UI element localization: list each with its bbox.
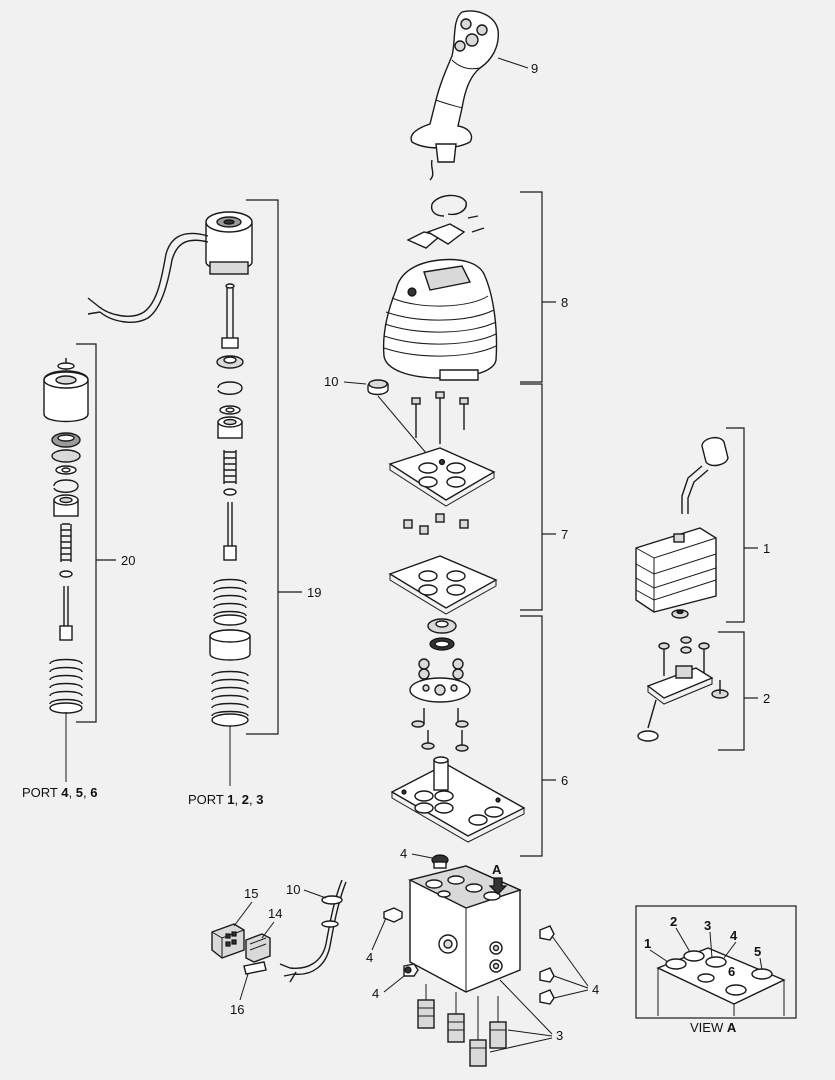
view-a-port-3: 3 (704, 918, 711, 933)
boot-assembly (382, 194, 498, 381)
callout-4-left: 4 (366, 950, 373, 965)
cartridge-stack-ports-4-5-6 (43, 358, 89, 714)
mounting-plates (388, 391, 498, 615)
callout-1: 1 (763, 541, 770, 556)
callout-9: 9 (531, 61, 538, 76)
callout-14: 14 (268, 906, 282, 921)
callout-7: 7 (561, 527, 568, 542)
callout-10-upper: 10 (324, 374, 338, 389)
callout-2: 2 (763, 691, 770, 706)
callout-20: 20 (121, 553, 135, 568)
callout-6: 6 (561, 773, 568, 788)
callout-8: 8 (561, 295, 568, 310)
callout-19: 19 (307, 585, 321, 600)
plunger-plate-assembly (390, 618, 526, 843)
wiring-harness (211, 879, 347, 983)
view-a-port-6: 6 (728, 964, 735, 979)
fittings (383, 854, 555, 1005)
lever-kit (635, 436, 729, 619)
base-bracket-kit (637, 636, 729, 742)
port-label-1-2-3: PORT 1, 2, 3 (188, 792, 263, 807)
view-a-port-1: 1 (644, 936, 651, 951)
view-a-caption: VIEW A (690, 1020, 737, 1035)
clamp-upper (367, 379, 389, 396)
cartridge-stack-ports-1-2-3 (87, 211, 253, 727)
joystick-handle (410, 10, 499, 181)
callout-16: 16 (230, 1002, 244, 1017)
view-a-inset (635, 905, 797, 1019)
callout-10-lower: 10 (286, 882, 300, 897)
view-a-arrow-label: A (492, 862, 502, 877)
view-a-port-5: 5 (754, 944, 761, 959)
view-a-port-4: 4 (730, 928, 738, 943)
callout-4-right: 4 (592, 982, 599, 997)
callout-4-top: 4 (400, 846, 407, 861)
view-a-port-2: 2 (670, 914, 677, 929)
cartridge-ports-bottom (417, 984, 507, 1067)
port-label-4-5-6: PORT 4, 5, 6 (22, 785, 97, 800)
callout-4-lower-left: 4 (372, 986, 379, 1001)
valve-body (407, 865, 522, 993)
callout-15: 15 (244, 886, 258, 901)
callout-3: 3 (556, 1028, 563, 1043)
